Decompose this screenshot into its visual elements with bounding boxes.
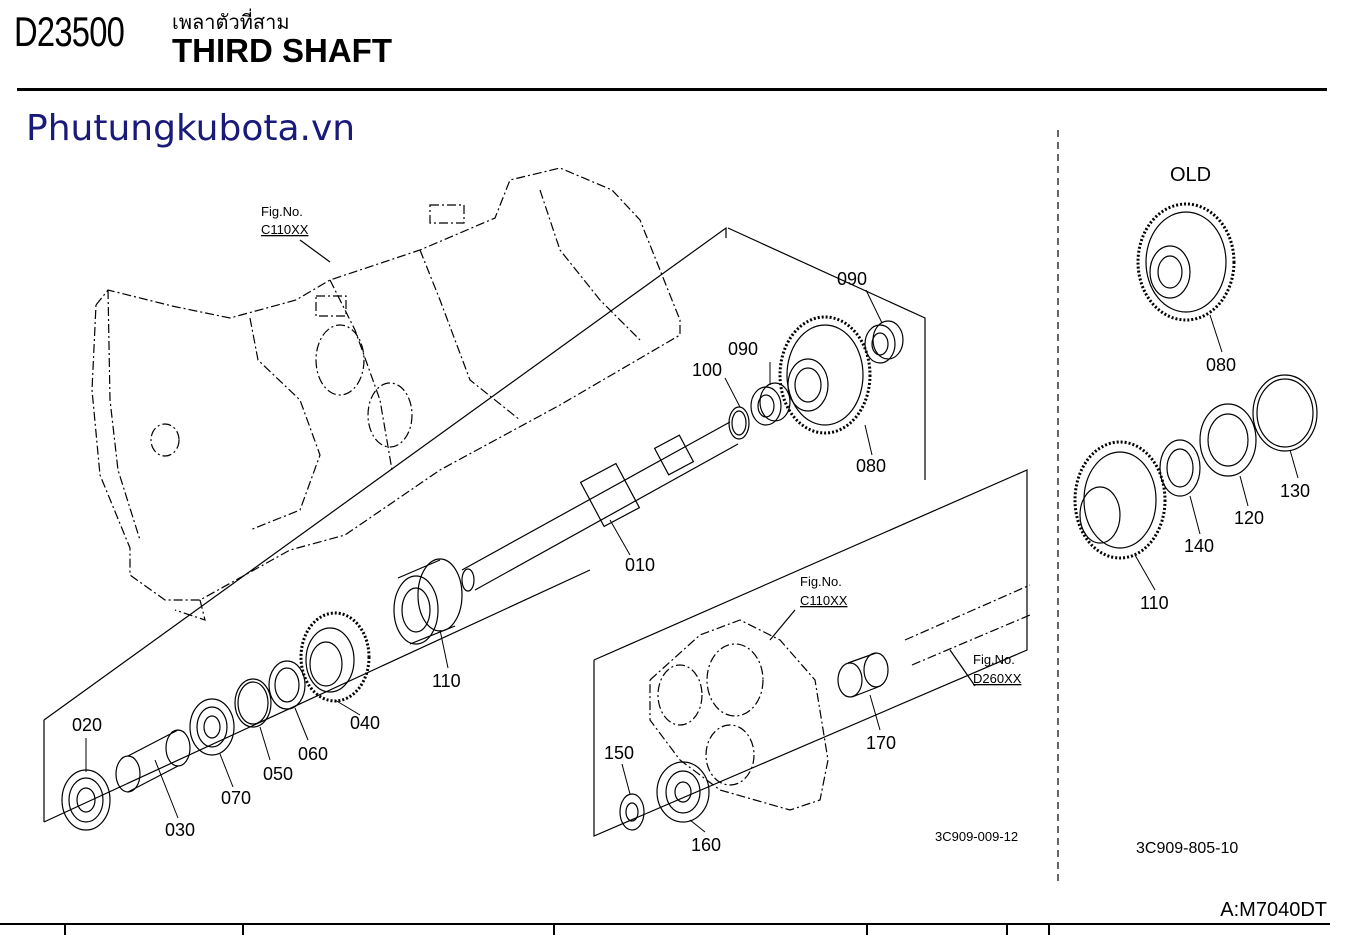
collar-030	[115, 729, 191, 793]
footer-tick	[242, 925, 244, 935]
leader-lines	[85, 289, 1299, 833]
washer-150	[619, 793, 645, 831]
title-thai: เพลาตัวที่สาม	[172, 12, 290, 34]
bearing-090-a	[864, 320, 904, 364]
watermark: Phutungkubota.vn	[26, 108, 356, 149]
footer-tick	[553, 925, 555, 935]
fig-ref-2-line2: C110XX	[800, 593, 848, 608]
old-part-label-080: 080	[1206, 355, 1236, 375]
old-snap-ring-130	[1252, 374, 1318, 452]
input-shaft	[904, 584, 1031, 666]
gear-040	[299, 611, 371, 703]
part-label-090-b: 090	[728, 339, 758, 359]
footer-rule	[0, 923, 1330, 925]
gear-hub-110	[393, 558, 463, 645]
old-part-label-140: 140	[1184, 536, 1214, 556]
fig-ref-1-line1: Fig.No.	[261, 204, 303, 219]
old-part-label-110: 110	[1140, 593, 1169, 613]
gear-080	[778, 315, 872, 435]
part-label-110: 110	[432, 671, 461, 691]
bearing-090-b	[750, 382, 791, 426]
fig-ref-1-line2: C110XX	[261, 222, 309, 237]
part-label-170: 170	[866, 733, 896, 753]
old-part-label-130: 130	[1280, 481, 1310, 501]
bearing-020	[61, 769, 111, 831]
part-label-010: 010	[625, 555, 655, 575]
old-gear-110	[1073, 440, 1167, 560]
snap-ring-100	[728, 406, 750, 440]
part-label-020: 020	[72, 715, 102, 735]
footer-tick	[866, 925, 868, 935]
snap-ring-050	[234, 678, 272, 728]
part-label-080: 080	[856, 456, 886, 476]
part-label-160: 160	[691, 835, 721, 855]
housing	[649, 619, 829, 811]
old-sleeve-140	[1159, 439, 1201, 497]
part-label-060: 060	[298, 744, 328, 764]
fig-ref-3-line1: Fig.No.	[973, 652, 1015, 667]
secondary-panel-outline	[593, 469, 1028, 837]
old-bearing-120	[1199, 403, 1257, 477]
header-rule	[17, 88, 1327, 91]
drawing-id-old: 3C909-805-10	[1136, 840, 1238, 857]
diagram-code: D23500	[14, 8, 125, 55]
part-label-040: 040	[350, 713, 380, 733]
sleeve-170	[837, 652, 889, 698]
fig-ref-3-line2: D260XX	[973, 671, 1022, 686]
shaft-010	[461, 421, 739, 592]
bearing-070	[189, 698, 235, 756]
part-label-050: 050	[263, 764, 293, 784]
title-english: THIRD SHAFT	[172, 32, 392, 69]
old-gear-080	[1136, 202, 1236, 322]
old-part-label-120: 120	[1234, 508, 1264, 528]
bearing-060	[268, 660, 306, 710]
footer-tick	[64, 925, 66, 935]
model-code: A:M7040DT	[1220, 899, 1327, 921]
transmission-case	[91, 167, 681, 621]
part-label-070: 070	[221, 788, 251, 808]
footer-tick	[1006, 925, 1008, 935]
part-label-090-a: 090	[837, 269, 867, 289]
part-label-030: 030	[165, 820, 195, 840]
main-panel-outline	[43, 226, 727, 721]
footer-tick	[1048, 925, 1050, 935]
part-label-150: 150	[604, 743, 634, 763]
old-section-label: OLD	[1170, 164, 1211, 186]
fig-ref-2-line1: Fig.No.	[800, 574, 842, 589]
drawing-id-main: 3C909-009-12	[935, 829, 1018, 844]
bearing-160	[656, 761, 710, 823]
part-label-100: 100	[692, 360, 722, 380]
